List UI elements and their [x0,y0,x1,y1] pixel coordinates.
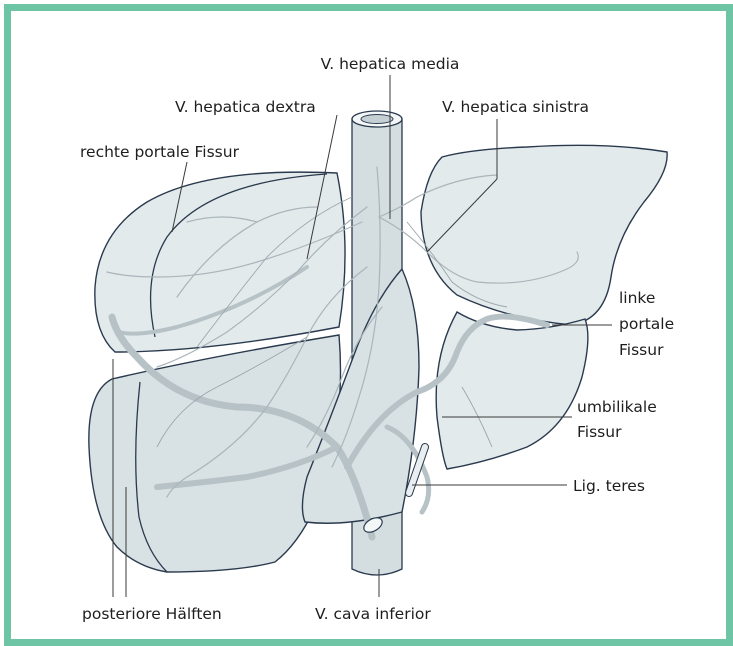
label-v-hepatica-media: V. hepatica media [321,55,460,73]
label-v-hepatica-sinistra: V. hepatica sinistra [442,98,589,116]
label-umbilikale-fissur-line1: umbilikale [577,398,657,416]
label-umbilikale-fissur-line2: Fissur [577,423,622,441]
label-v-cava-inferior: V. cava inferior [315,605,431,623]
liver-diagram: V. hepatica media V. hepatica dextra V. … [11,11,726,639]
label-linke-portale-fissur-line3: Fissur [619,341,664,359]
left-lateral-segment-lower [436,312,588,469]
label-linke-portale-fissur-line2: portale [619,315,674,333]
label-rechte-portale-fissur: rechte portale Fissur [80,143,240,161]
label-v-hepatica-dextra: V. hepatica dextra [175,98,316,116]
label-lig-teres: Lig. teres [573,477,645,495]
label-posteriore-haelften: posteriore Hälften [82,605,222,623]
label-linke-portale-fissur-line1: linke [619,289,655,307]
diagram-frame: V. hepatica media V. hepatica dextra V. … [4,4,733,646]
right-posterior-segment [89,335,341,572]
right-anterior-segment [95,172,345,352]
